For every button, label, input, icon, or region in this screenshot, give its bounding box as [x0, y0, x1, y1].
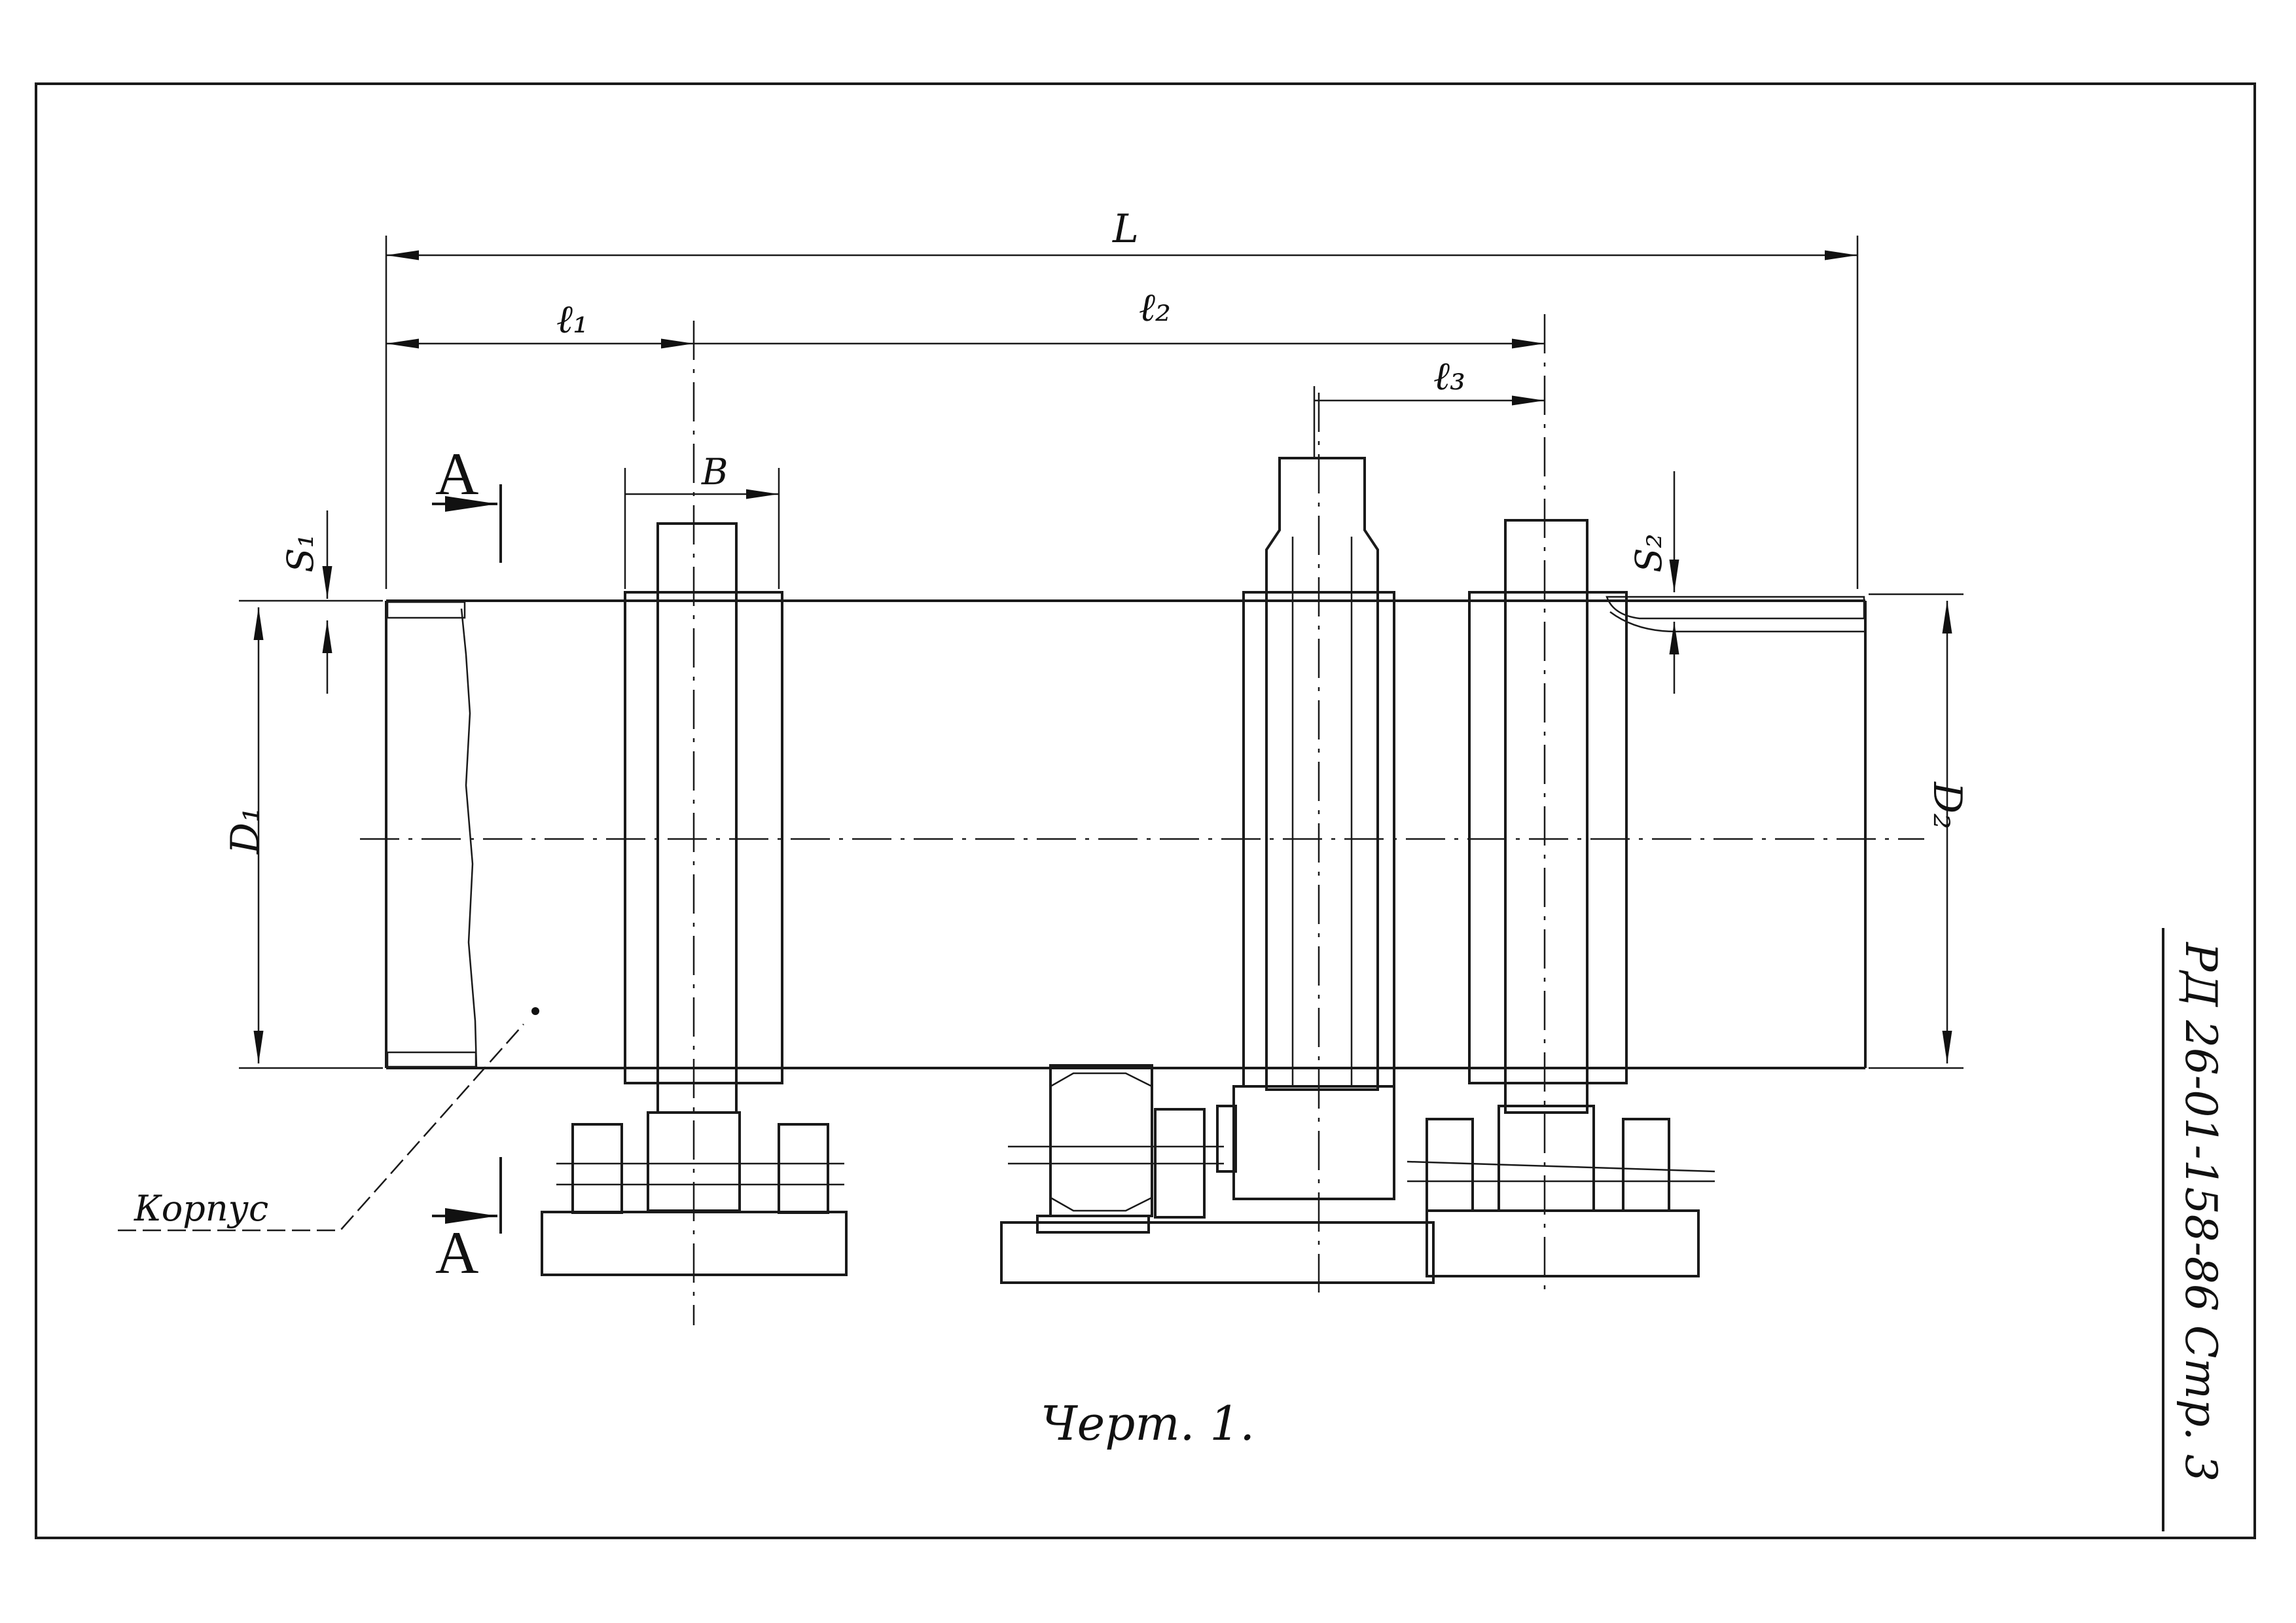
tyre-right [1468, 591, 1628, 1084]
break-line [460, 608, 478, 1069]
roller-right [1504, 519, 1588, 1114]
support-left [541, 321, 848, 1325]
support-right [1407, 314, 1715, 1293]
section-label-bottom: А [435, 1219, 478, 1286]
girth-gear [1265, 457, 1379, 1091]
label-S1: S₁ [279, 533, 321, 573]
label-L: L [1112, 206, 1139, 252]
section-label-top: А [435, 440, 478, 507]
gearbox [1232, 1085, 1395, 1200]
drive-motor [1049, 1064, 1153, 1217]
label-D2: D₂ [1924, 781, 1970, 829]
drum-body [385, 599, 1867, 1069]
label-S2: S₂ [1628, 533, 1670, 573]
leader-label: Корпус [134, 1188, 268, 1229]
tyre-left [624, 591, 783, 1084]
label-B: B [701, 451, 728, 493]
figure-caption: Черт. 1. [1041, 1396, 1255, 1451]
frame-right [1426, 1209, 1700, 1277]
wall-section-left-top [386, 601, 466, 619]
label-l1: ℓ₁ [556, 296, 588, 342]
wall-inner-line [1609, 611, 1864, 633]
leader-dot [531, 1007, 539, 1015]
leader-line [118, 1024, 524, 1232]
wall-section-right [1605, 596, 1865, 620]
doc-code: РД 26-01-158-86 Стр. 3 [2176, 942, 2226, 1482]
section-marker-bottom [432, 1157, 502, 1234]
wall-section-left-bottom [386, 1051, 477, 1068]
drive-gear [1000, 393, 1435, 1293]
label-l3: ℓ₃ [1433, 353, 1465, 399]
label-l2: ℓ₂ [1139, 285, 1171, 330]
section-marker-top [432, 484, 502, 563]
label-D1: D₁ [223, 807, 268, 855]
sheet-frame [35, 82, 2256, 1539]
frame-drive [1000, 1221, 1435, 1284]
roller-left [656, 522, 738, 1114]
